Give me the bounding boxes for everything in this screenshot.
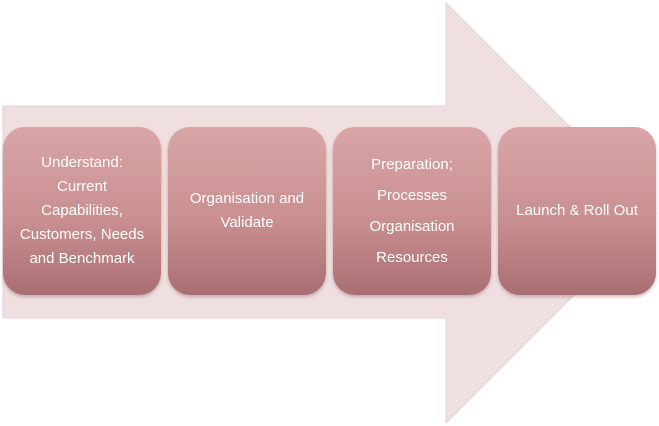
step-understand-line: Capabilities, [41,202,123,219]
step-understand-text: Understand: Current Capabilities, Custom… [20,151,144,271]
step-launch-roll-out-line: Launch & Roll Out [516,202,638,219]
step-preparation-line: Resources [376,249,448,266]
step-understand-line: Current [56,178,108,195]
step-understand-line: and Benchmark [29,250,135,267]
step-launch-roll-out-text: Launch & Roll Out [516,199,638,223]
step-preparation-line: Processes [376,187,448,204]
step-organisation-validate: Organisation and Validate [168,127,326,295]
step-organisation-validate-text: Organisation and Validate [190,187,304,235]
step-understand: Understand: Current Capabilities, Custom… [3,127,161,295]
step-preparation-line: Organisation [369,218,455,235]
step-understand-line: Understand: [41,154,123,171]
step-launch-roll-out: Launch & Roll Out [498,127,656,295]
step-preparation: Preparation; Processes Organisation Reso… [333,127,491,295]
step-preparation-line: Preparation; [371,156,453,173]
step-organisation-validate-line: Organisation and [189,190,305,207]
step-understand-line: Customers, Needs [19,226,145,243]
step-preparation-text: Preparation; Processes Organisation Reso… [369,149,454,273]
step-organisation-validate-line: Validate [220,214,274,231]
